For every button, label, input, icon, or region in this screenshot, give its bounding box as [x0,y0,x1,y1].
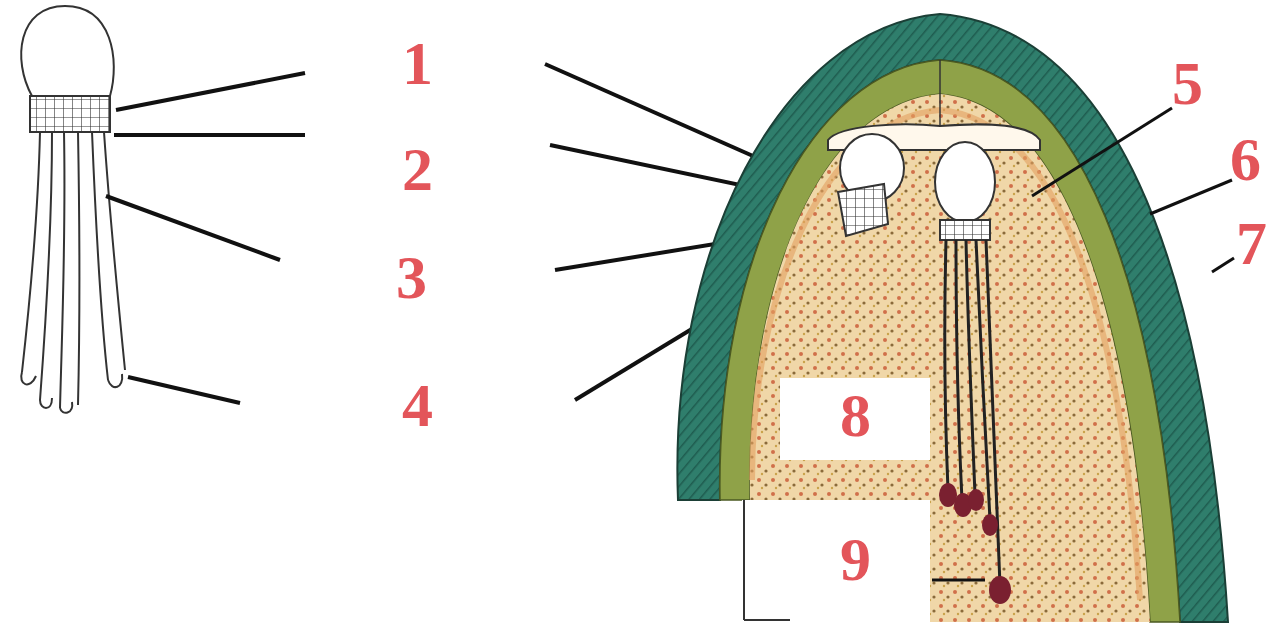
callout-number: 1 [402,32,433,94]
callout-number: 6 [1230,128,1261,190]
callout-number: 8 [840,384,871,446]
callout-number: 2 [402,138,433,200]
callout-number: 5 [1172,52,1203,114]
callout-number: 9 [840,528,871,590]
callout-number: 3 [396,246,427,308]
callout-number: 7 [1236,212,1267,274]
callout-number: 4 [402,374,433,436]
